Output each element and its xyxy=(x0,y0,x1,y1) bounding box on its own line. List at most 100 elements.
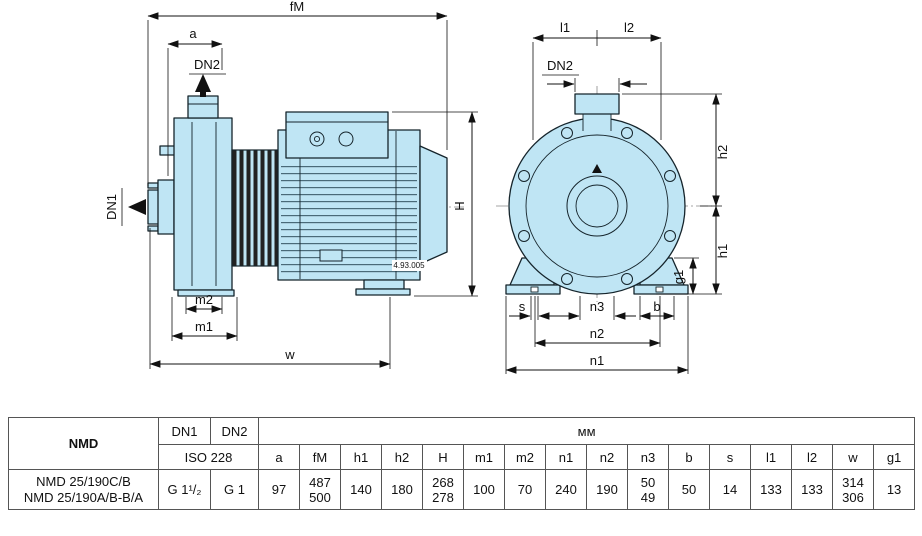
dim-n3: n3 xyxy=(558,296,636,320)
cell-n2: 190 xyxy=(586,469,628,510)
flange-neck xyxy=(583,110,611,132)
nameplate xyxy=(319,249,343,262)
flange-bolt xyxy=(561,127,573,139)
label-m1: m1 xyxy=(195,319,213,334)
cell-h1: 140 xyxy=(340,469,382,510)
flange-bolt xyxy=(518,230,530,242)
dim-b: b xyxy=(639,296,675,320)
model-name: NMD 25/190C/B xyxy=(36,473,131,489)
flange-bolt xyxy=(518,170,530,182)
dim-n1: n1 xyxy=(505,296,689,374)
col-header-h1: h1 xyxy=(340,444,382,470)
suction-flange xyxy=(157,179,175,235)
foot-slot xyxy=(530,286,539,293)
cell-b: 50 xyxy=(668,469,710,510)
motor-foot-plate xyxy=(355,288,411,296)
label-n3: n3 xyxy=(590,299,604,314)
dim-g1: g1 xyxy=(671,257,699,295)
cell-a: 97 xyxy=(258,469,300,510)
discharge-port xyxy=(187,95,219,119)
dim-n2: n2 xyxy=(534,296,661,347)
label-a: a xyxy=(189,26,197,41)
flange-bolt xyxy=(147,182,159,189)
label-dn2-side: DN2 xyxy=(194,57,220,72)
dim-s: s xyxy=(509,296,560,320)
dim-w: w xyxy=(149,228,391,369)
table-header-dn1: DN1 xyxy=(158,417,211,445)
label-s: s xyxy=(519,299,526,314)
code-backplate xyxy=(392,260,427,271)
col-header-n1: n1 xyxy=(545,444,587,470)
cell-m1: 100 xyxy=(463,469,505,510)
technical-drawing: DN2 DN1 fM a H 4.93.005 xyxy=(104,0,730,374)
cell-s: 14 xyxy=(709,469,751,510)
table-header-dn2: DN2 xyxy=(210,417,259,445)
side-view: DN2 DN1 fM a H 4.93.005 xyxy=(104,0,478,369)
dimension-table: NMD DN1 DN2 мм ISO 228 a fM h1 h2 H m1 m… xyxy=(8,417,916,510)
label-dn1-side: DN1 xyxy=(104,194,119,220)
col-header-m1: m1 xyxy=(463,444,505,470)
table-header-unit: мм xyxy=(257,417,916,445)
flange-bolt xyxy=(621,273,633,285)
col-header-b: b xyxy=(668,444,710,470)
label-H: H xyxy=(452,201,467,210)
pump-casing xyxy=(173,117,233,291)
motor-fins xyxy=(281,164,417,276)
coupling-lantern xyxy=(231,149,279,267)
label-dn2-front: DN2 xyxy=(547,58,573,73)
dim-H: H xyxy=(392,111,478,297)
col-header-fM: fM xyxy=(299,444,341,470)
col-header-n2: n2 xyxy=(586,444,628,470)
label-h2: h2 xyxy=(715,145,730,159)
col-header-s: s xyxy=(709,444,751,470)
casing-rim xyxy=(525,134,669,278)
dim-h2: h2 xyxy=(622,93,730,207)
label-n2: n2 xyxy=(590,326,604,341)
col-header-h2: h2 xyxy=(381,444,423,470)
cell-dn1: G 1¹/₂ xyxy=(158,469,211,510)
dim-a: a xyxy=(167,26,223,176)
col-header-g1: g1 xyxy=(872,444,916,470)
terminal-box xyxy=(285,111,389,159)
label-h1: h1 xyxy=(715,244,730,258)
label-b: b xyxy=(653,299,660,314)
label-fM: fM xyxy=(290,0,304,14)
col-header-a: a xyxy=(258,444,300,470)
col-header-n3: n3 xyxy=(627,444,669,470)
fan-cover xyxy=(419,145,448,265)
drawing-code: 4.93.005 xyxy=(393,261,425,270)
flow-arrow-dn2-stem xyxy=(200,92,206,97)
dim-fM: fM xyxy=(147,0,448,186)
col-header-l1: l1 xyxy=(750,444,792,470)
pump-foot xyxy=(177,289,235,297)
foot-slot xyxy=(655,286,664,293)
label-w: w xyxy=(284,347,295,362)
dim-m2: m2 xyxy=(185,292,223,314)
cell-models: NMD 25/190C/B NMD 25/190A/B-B/A xyxy=(8,469,159,510)
model-name: NMD 25/190A/B-B/A xyxy=(23,489,144,505)
label-l2: l2 xyxy=(624,20,634,35)
cell-h2: 180 xyxy=(381,469,423,510)
cell-g1: 13 xyxy=(872,469,916,510)
dim-l1-l2: l1 l2 xyxy=(532,20,662,140)
col-header-H: H xyxy=(422,444,464,470)
label-m2: m2 xyxy=(195,292,213,307)
front-view: l1 l2 DN2 h2 h1 g1 xyxy=(496,20,730,374)
dim-dn2-front: DN2 xyxy=(542,58,647,92)
cell-m2: 70 xyxy=(504,469,546,510)
table-row: NMD 25/190C/B NMD 25/190A/B-B/A G 1¹/₂ G… xyxy=(8,469,916,510)
dim-m1: m1 xyxy=(171,297,238,341)
cell-n1: 240 xyxy=(545,469,587,510)
suction-eye-inner xyxy=(575,184,619,228)
cable-gland-center xyxy=(313,135,321,143)
flange-bolt xyxy=(664,170,676,182)
discharge-flange-front xyxy=(574,93,620,115)
flange-bolt xyxy=(664,230,676,242)
flow-arrow-dn1-icon xyxy=(128,199,146,215)
col-header-m2: m2 xyxy=(504,444,546,470)
cell-dn2: G 1 xyxy=(210,469,259,510)
